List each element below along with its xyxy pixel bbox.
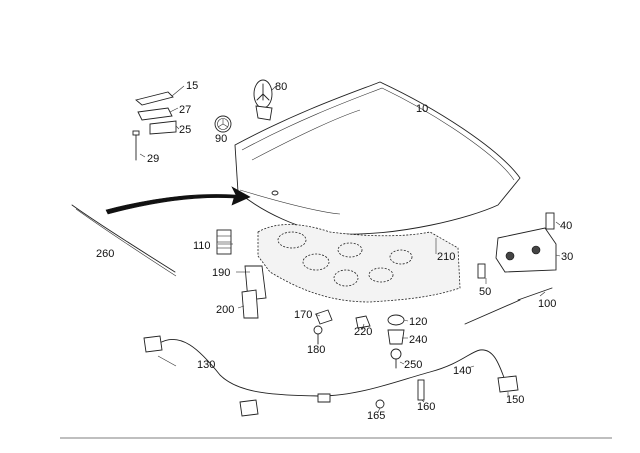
callout-27: 27 <box>179 104 191 116</box>
callout-110: 110 <box>193 240 211 252</box>
callout-15: 15 <box>186 80 198 92</box>
buffer-240 <box>387 329 405 345</box>
release-cable <box>143 335 519 417</box>
callout-50: 50 <box>479 286 491 298</box>
callout-40: 40 <box>560 220 572 232</box>
callout-180: 180 <box>307 344 325 356</box>
callout-170: 170 <box>294 309 312 321</box>
callout-220: 220 <box>354 326 372 338</box>
star-emblem <box>253 79 273 121</box>
callout-120: 120 <box>409 316 427 328</box>
clamp-160 <box>417 379 425 401</box>
hinge-bracket <box>241 265 267 319</box>
callout-150: 150 <box>506 394 524 406</box>
callout-30: 30 <box>561 251 573 263</box>
buffer-250 <box>390 348 402 369</box>
callout-90: 90 <box>215 133 227 145</box>
direction-arrow <box>105 186 251 215</box>
callout-200: 200 <box>216 304 234 316</box>
callout-80: 80 <box>275 81 287 93</box>
grommet-165 <box>375 399 385 409</box>
callout-10: 10 <box>416 103 428 115</box>
buffer-120 <box>387 314 405 326</box>
gas-strut <box>464 287 553 325</box>
callout-190: 190 <box>212 267 230 279</box>
callout-25: 25 <box>179 124 191 136</box>
hood-panel <box>234 81 521 235</box>
insulation-mat <box>257 224 461 303</box>
bolt-180 <box>313 325 323 345</box>
hinge-spring <box>216 229 232 255</box>
callout-250: 250 <box>404 359 422 371</box>
callout-260: 260 <box>96 248 114 260</box>
callout-29: 29 <box>147 153 159 165</box>
callout-130: 130 <box>197 359 215 371</box>
seal-strip <box>71 204 177 277</box>
hood-lock <box>477 212 557 279</box>
callout-210: 210 <box>437 251 455 263</box>
emblem-holder-parts <box>132 91 177 161</box>
callout-140: 140 <box>453 365 471 377</box>
badge-emblem <box>214 115 232 133</box>
callout-165: 165 <box>367 410 385 422</box>
callout-160: 160 <box>417 401 435 413</box>
callout-100: 100 <box>538 298 556 310</box>
clip-220 <box>355 315 371 329</box>
clip-170 <box>315 309 333 325</box>
leader-lines <box>139 85 561 413</box>
callout-240: 240 <box>409 334 427 346</box>
